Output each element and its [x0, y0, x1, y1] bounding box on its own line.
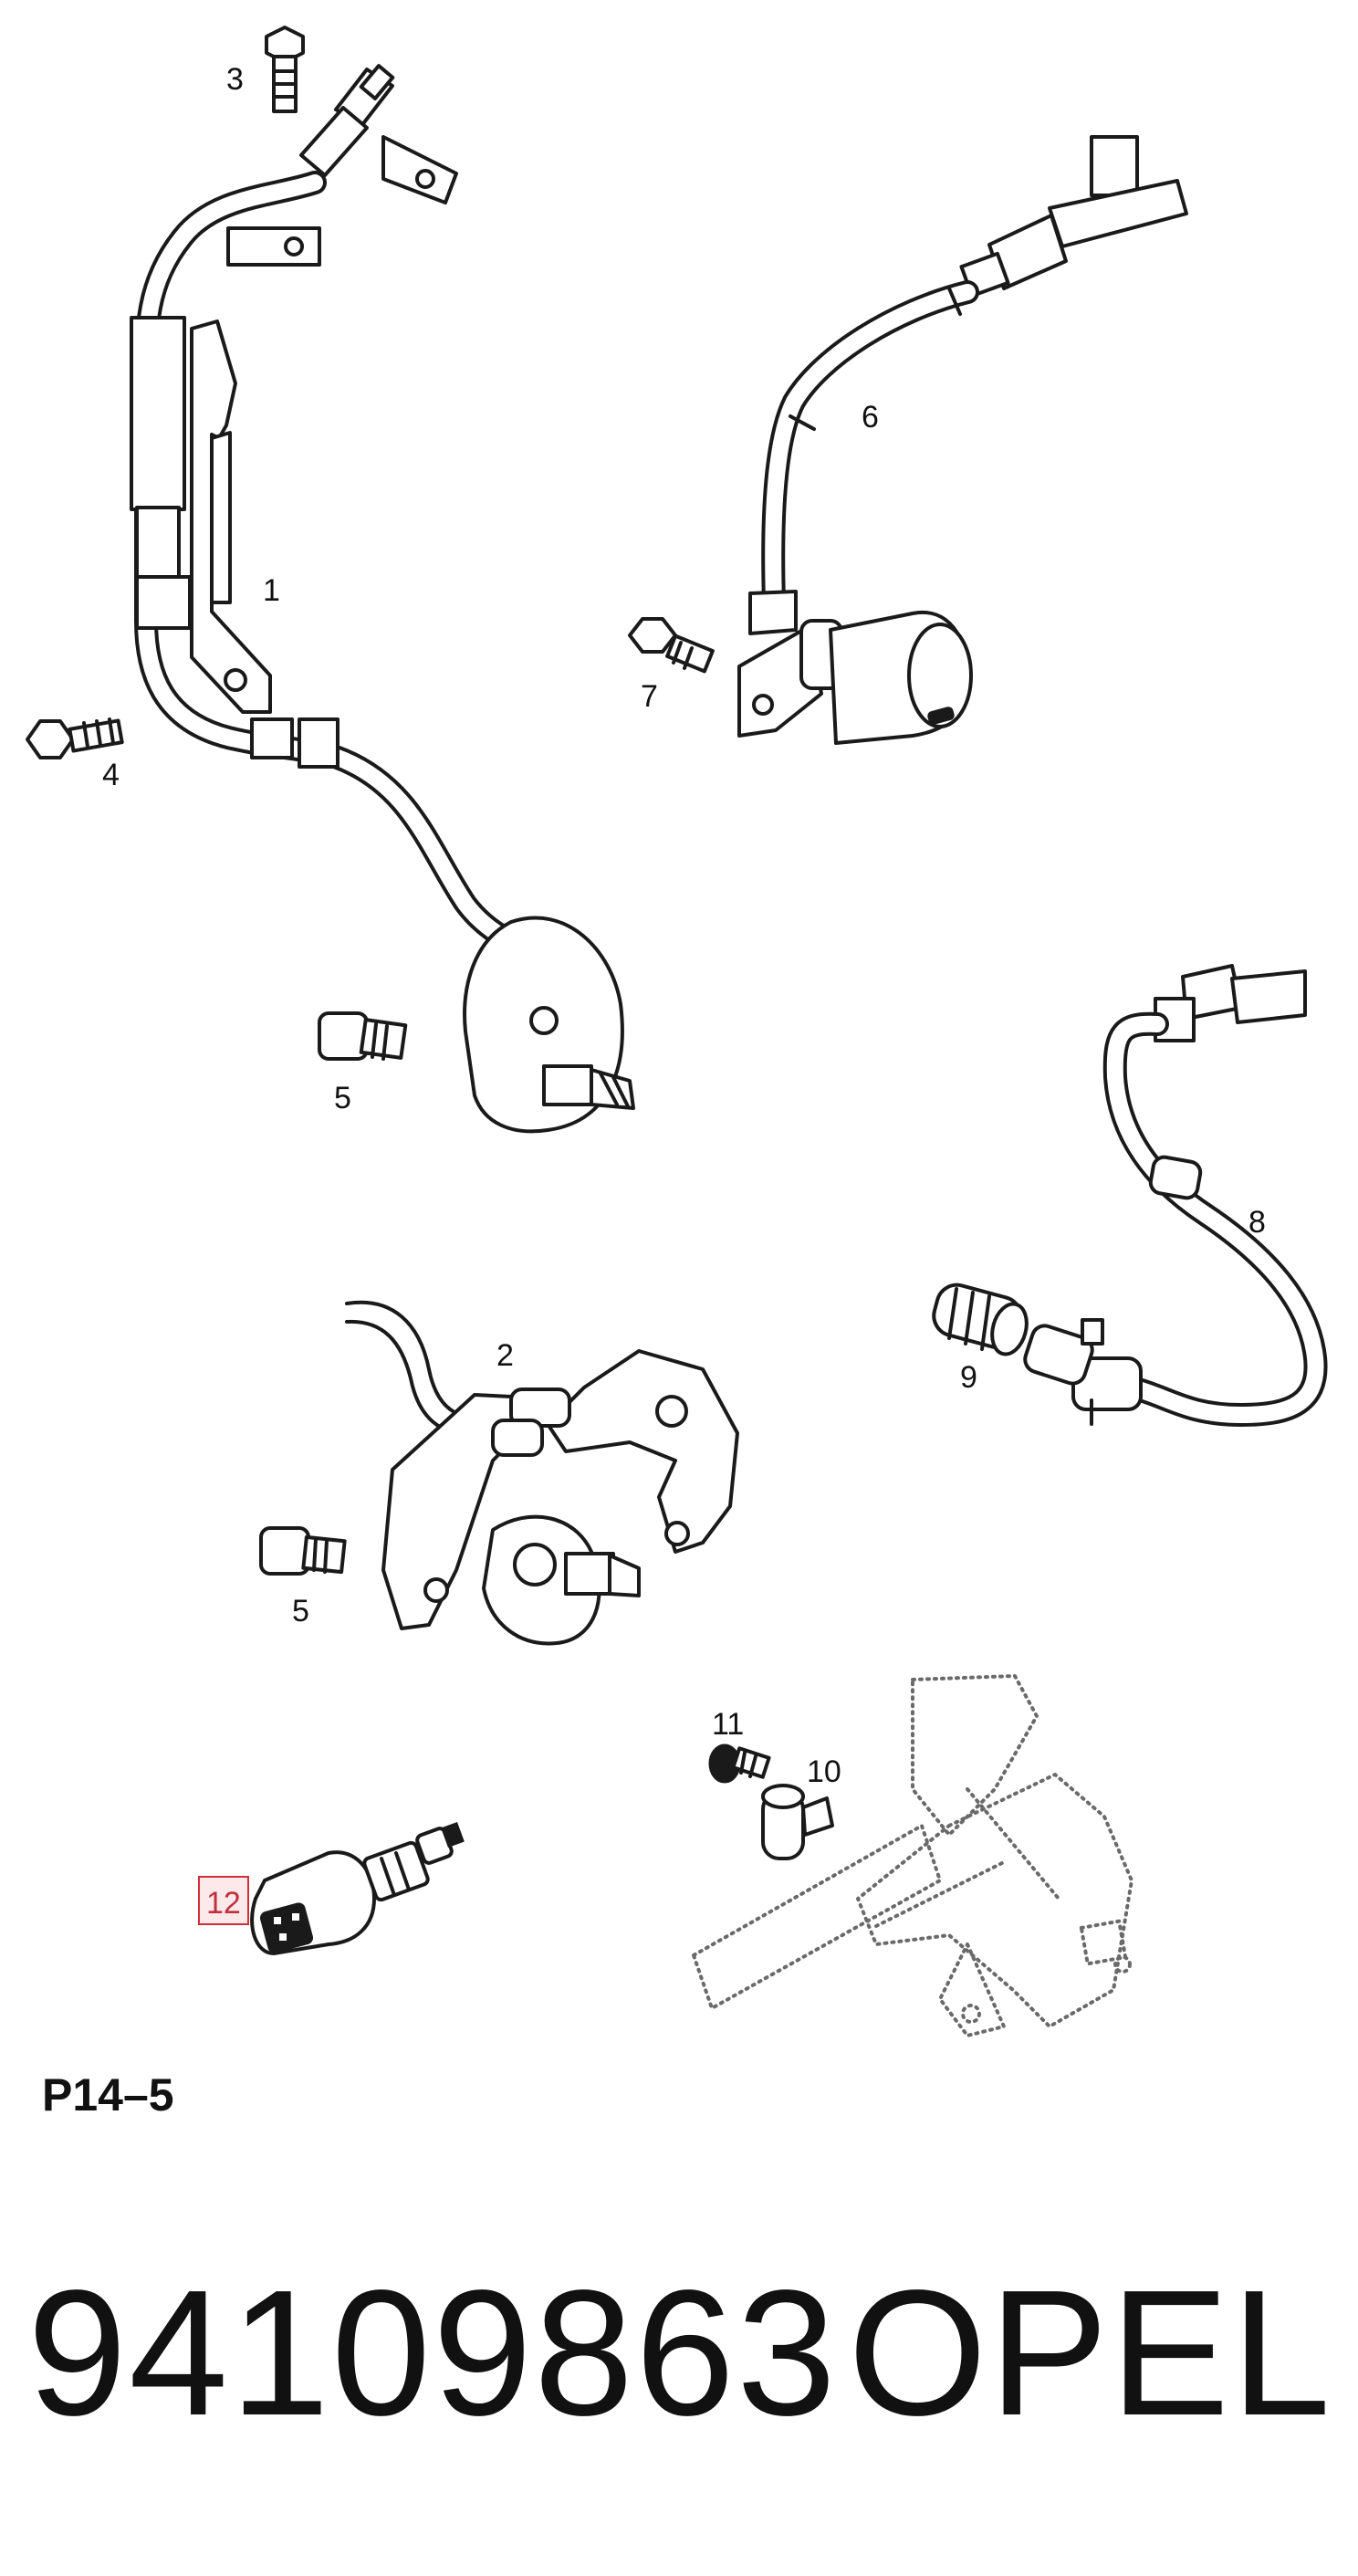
- part-4-bolt[interactable]: [26, 717, 124, 759]
- part-12-switch[interactable]: [250, 1821, 465, 1955]
- part-number: 94109863: [27, 2253, 839, 2453]
- part-number-caption: 94109863 OPEL: [27, 2264, 1332, 2443]
- label-part-5-upper: 5: [334, 1081, 351, 1115]
- label-part-1: 1: [263, 573, 280, 608]
- label-part-7: 7: [641, 679, 658, 714]
- reference-structure-outline: [692, 1674, 1133, 2037]
- label-part-6: 6: [862, 400, 879, 435]
- part-2-sensor-bracket[interactable]: [345, 1300, 739, 1646]
- label-part-12-highlight[interactable]: 12: [198, 1876, 249, 1925]
- label-part-3: 3: [226, 62, 244, 97]
- part-6-sensor-cable[interactable]: [737, 135, 1188, 745]
- part-10-clip[interactable]: [761, 1784, 834, 1860]
- label-part-4: 4: [102, 758, 120, 792]
- label-part-5-lower: 5: [292, 1594, 309, 1628]
- brand-name: OPEL: [848, 2253, 1332, 2453]
- label-part-12: 12: [206, 1886, 241, 1921]
- label-part-2: 2: [496, 1338, 514, 1373]
- label-part-9: 9: [960, 1360, 977, 1395]
- part-9-grommet[interactable]: [929, 1281, 1031, 1358]
- label-part-8: 8: [1248, 1205, 1266, 1240]
- part-7-bolt[interactable]: [628, 617, 715, 674]
- label-part-11: 11: [712, 1707, 744, 1742]
- page-code: P14–5: [42, 2069, 174, 2120]
- label-part-10: 10: [807, 1754, 841, 1789]
- part-5-bolt-upper[interactable]: [318, 1011, 408, 1061]
- part-3-bolt[interactable]: [265, 26, 305, 113]
- part-5-bolt-lower[interactable]: [259, 1526, 347, 1576]
- part-8-sensor-cable[interactable]: [1022, 964, 1328, 1427]
- part-11-screw[interactable]: [708, 1744, 771, 1784]
- part-1-sensor-harness[interactable]: [130, 64, 635, 1134]
